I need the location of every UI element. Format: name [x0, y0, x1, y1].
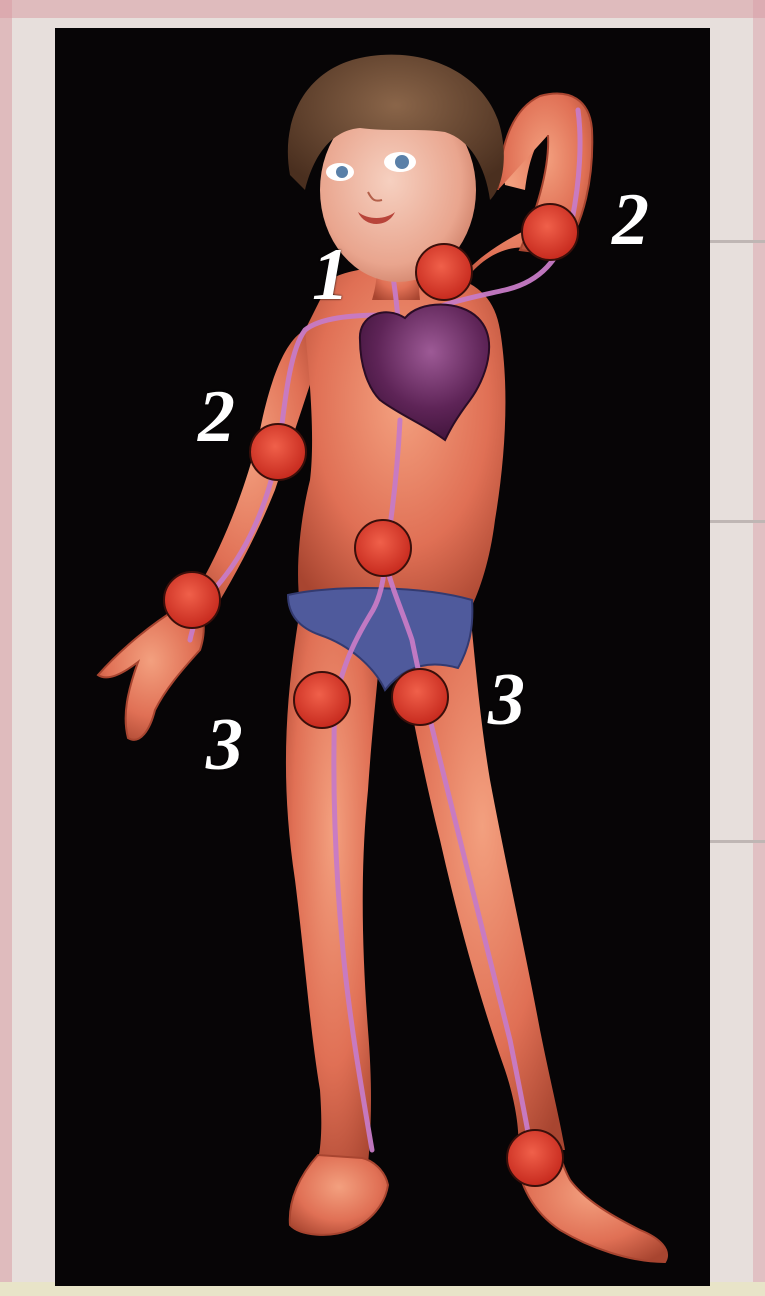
label-neck-1: 1 [312, 238, 349, 312]
pulse-point-wrist-left [164, 572, 220, 628]
pulse-point-groin-left [294, 672, 350, 728]
pulse-point-abdomen [355, 520, 411, 576]
pulse-point-ankle-right [507, 1130, 563, 1186]
label-armpit-2: 2 [612, 183, 649, 257]
label-groin-right-3: 3 [488, 663, 525, 737]
pulse-point-elbow-left [250, 424, 306, 480]
pulse-point-armpit-right [522, 204, 578, 260]
label-groin-left-3: 3 [206, 708, 243, 782]
label-elbow-2: 2 [198, 380, 235, 454]
pulse-point-groin-right [392, 669, 448, 725]
pulse-point-neck [416, 244, 472, 300]
